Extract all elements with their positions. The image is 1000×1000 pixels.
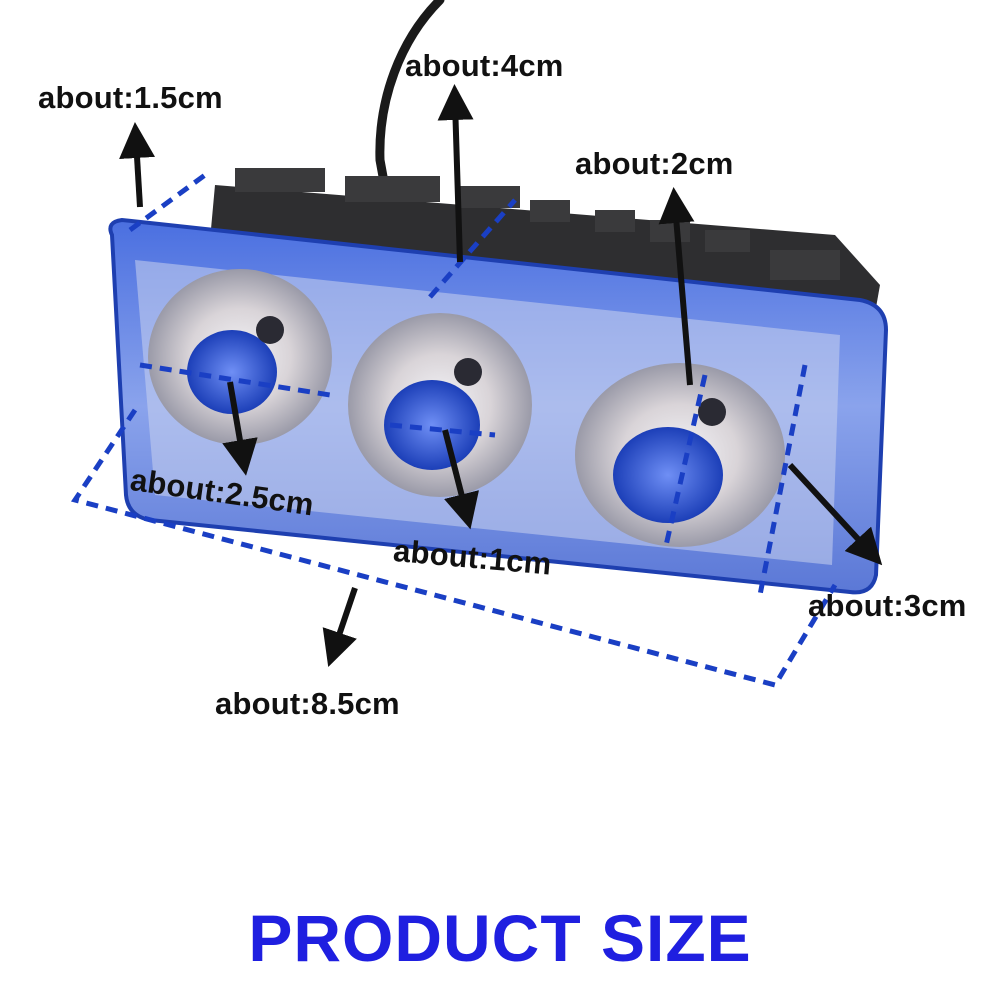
- arrow-height-depth: [119, 122, 156, 208]
- label-height-depth: about:1.5cm: [38, 80, 223, 115]
- lens-right: [575, 363, 785, 547]
- arrow-side-depth: [787, 462, 883, 566]
- arrow-length: [322, 587, 358, 668]
- lens-left: [148, 269, 332, 445]
- dashed-measure-lines: [70, 172, 838, 688]
- power-cable: [375, 0, 445, 187]
- product-size-title: PRODUCT SIZE: [248, 901, 752, 975]
- arrow-lens-height: [658, 187, 695, 386]
- label-height: about:4cm: [405, 48, 564, 83]
- arrow-height: [437, 84, 474, 263]
- dimension-arrows: [119, 84, 883, 668]
- label-side-depth: about:3cm: [808, 588, 967, 623]
- label-lens-height: about:2cm: [575, 146, 734, 181]
- label-length: about:8.5cm: [215, 686, 400, 721]
- arrow-lens-width: [222, 381, 258, 476]
- lens-middle: [348, 313, 532, 497]
- arrow-lens-spacing: [442, 429, 479, 530]
